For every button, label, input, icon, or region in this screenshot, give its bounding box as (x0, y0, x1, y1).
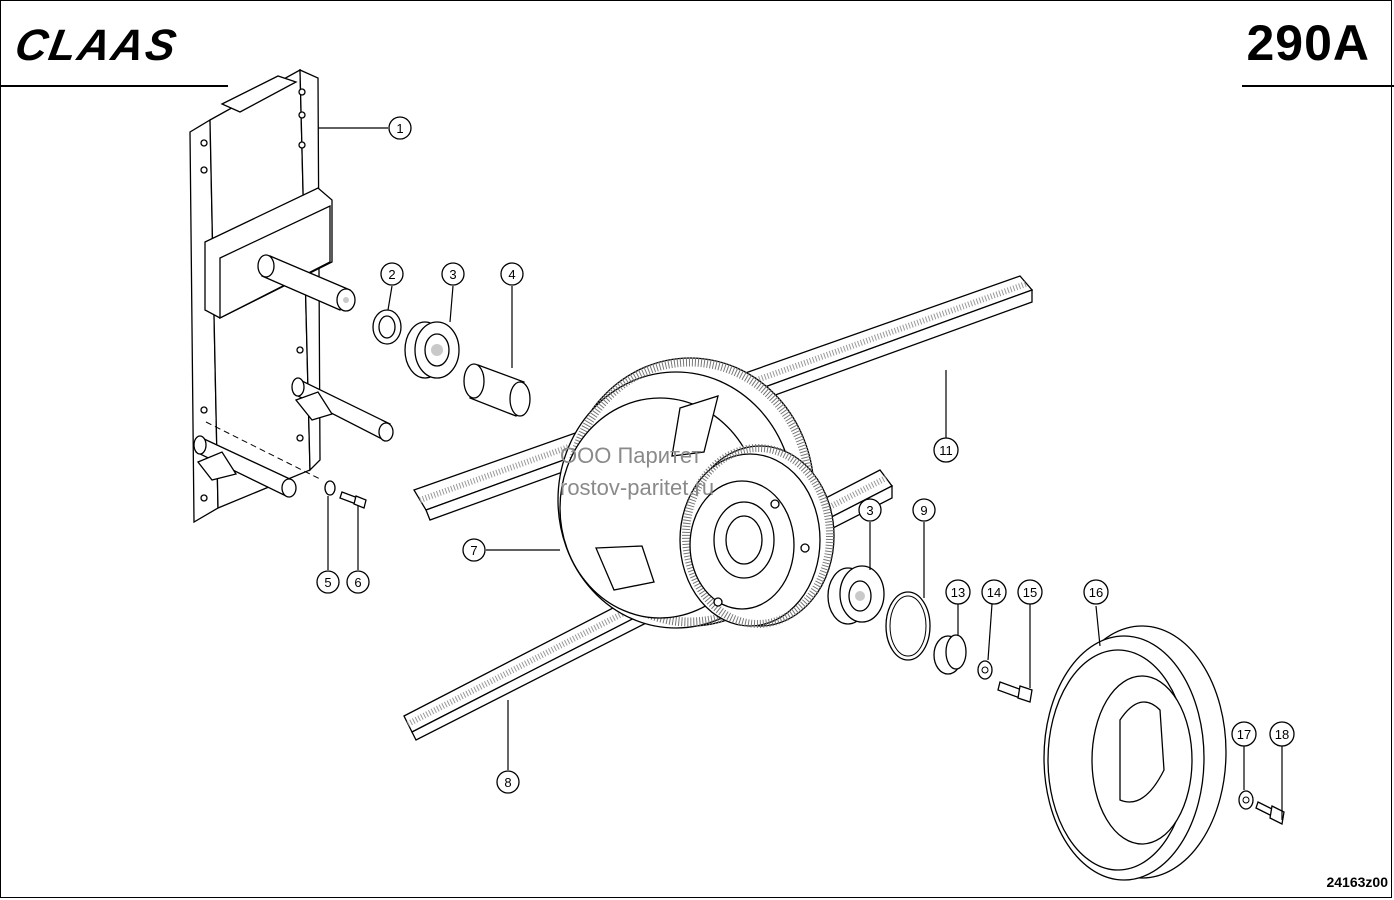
cap-washer (933, 634, 967, 675)
circlip (885, 591, 931, 661)
small-washer (977, 660, 993, 680)
svg-text:2: 2 (388, 267, 395, 282)
front-pulley (679, 444, 835, 628)
screw-right (1255, 801, 1285, 825)
ball-bearing-lower (827, 565, 885, 625)
callout-3-lower: 3 (858, 498, 882, 522)
washer-and-screw (324, 480, 367, 509)
svg-text:11: 11 (939, 443, 953, 458)
svg-text:18: 18 (1275, 727, 1289, 742)
callout-8: 8 (496, 770, 520, 794)
mounting-bracket (189, 68, 394, 524)
svg-text:14: 14 (987, 585, 1001, 600)
callout-3-upper: 3 (441, 262, 465, 286)
callout-1: 1 (388, 116, 412, 140)
leader-lines (318, 127, 1283, 820)
callout-5: 5 (316, 570, 340, 594)
svg-text:6: 6 (354, 575, 361, 590)
callout-13: 13 (945, 579, 971, 605)
callout-9: 9 (912, 498, 936, 522)
callout-14: 14 (981, 579, 1007, 605)
hex-bolt (997, 681, 1033, 703)
watermark: ООО Паритет rostov-paritet.ru (560, 440, 714, 504)
svg-text:16: 16 (1089, 585, 1103, 600)
washer-right (1238, 790, 1254, 810)
pulley-large-right (1043, 625, 1227, 881)
figure-id: 24163z00 (1326, 874, 1388, 890)
svg-text:17: 17 (1237, 727, 1251, 742)
callout-7: 7 (462, 538, 486, 562)
spacer-ring (372, 309, 402, 345)
svg-text:8: 8 (504, 775, 511, 790)
callout-17: 17 (1231, 721, 1257, 747)
svg-text:4: 4 (508, 267, 515, 282)
svg-text:1: 1 (396, 121, 403, 136)
callout-2: 2 (380, 262, 404, 286)
svg-text:15: 15 (1023, 585, 1037, 600)
svg-text:CLAAS: CLAAS (12, 22, 182, 66)
svg-text:7: 7 (470, 543, 477, 558)
ball-bearing-upper (404, 321, 460, 379)
watermark-site: rostov-paritet.ru (560, 475, 715, 500)
callout-15: 15 (1017, 579, 1043, 605)
svg-text:9: 9 (920, 503, 927, 518)
svg-text:3: 3 (449, 267, 456, 282)
callout-18: 18 (1269, 721, 1295, 747)
sleeve-bushing (463, 363, 531, 417)
callout-11: 11 (933, 437, 959, 463)
svg-text:13: 13 (951, 585, 965, 600)
svg-text:5: 5 (324, 575, 331, 590)
page-number: 290A (1246, 15, 1370, 71)
callout-4: 4 (500, 262, 524, 286)
svg-text:3: 3 (866, 503, 873, 518)
claas-logo: CLAAS (12, 22, 182, 66)
watermark-company: ООО Паритет (560, 443, 702, 468)
callout-16: 16 (1083, 579, 1109, 605)
callout-6: 6 (346, 570, 370, 594)
